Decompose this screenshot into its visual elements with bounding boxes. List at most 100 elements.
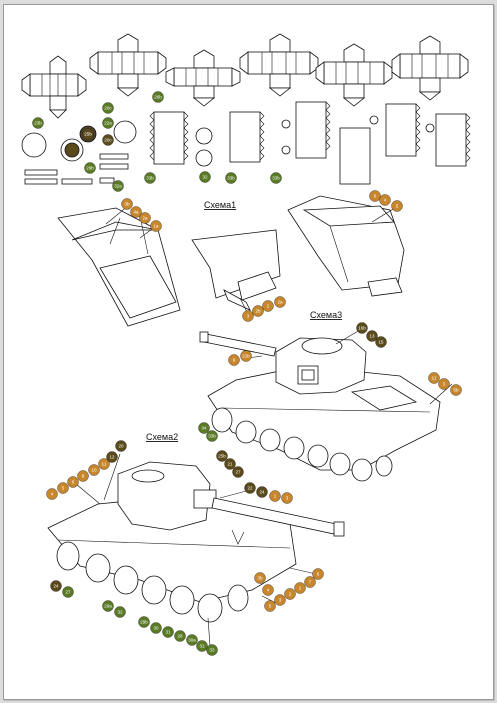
scheme3-marker: 9 [228,354,240,366]
scheme1-marker: 3b [121,198,133,210]
scheme1-marker: 2a [139,212,151,224]
scheme3-marker: 21b [240,350,252,362]
marker-label: 15 [378,340,384,345]
marker-label: 29b [86,166,94,171]
marker-label: 27 [65,590,71,595]
marker-label: 20 [118,444,124,449]
marker-circle [102,117,114,129]
marker-circle [152,91,164,103]
scheme2-label: Схема2 [146,432,178,442]
marker-circle [244,482,256,494]
wheel-net-2 [89,33,167,97]
marker-label: 33b [146,176,154,181]
marker-label: 1 [299,586,302,591]
marker-label: 33b [227,176,235,181]
scheme3-marker: 16b [356,322,368,334]
marker-label: 24 [53,584,59,589]
marker-circle [114,606,126,618]
scheme2-marker: 7 [304,576,316,588]
parts-layout [21,33,471,185]
scheme3-marker: 13 [366,330,378,342]
scheme3-tank [199,331,441,482]
marker-label: 32 [202,175,208,180]
marker-circle [77,470,89,482]
marker-circle [281,492,293,504]
scheme1-marker: 3 [242,310,254,322]
scheme3-marker: 33b [206,430,218,442]
marker-label: 30a [188,638,196,643]
marker-circle [269,490,281,502]
parts-marker: 32 [199,171,211,183]
marker-circle [274,594,286,606]
marker-circle [369,190,381,202]
marker-circle [356,322,368,334]
marker-label: 1 [274,494,277,499]
marker-circle [150,220,162,232]
marker-circle [438,378,450,390]
marker-label: 4 [384,198,387,203]
scheme2-marker: 3b [254,572,266,584]
marker-circle [228,354,240,366]
scheme1-label: Схема1 [204,200,236,210]
marker-circle [242,310,254,322]
parts-marker: 29b [84,162,96,174]
scheme2-marker: 30a [186,634,198,646]
scheme2-marker: 5 [264,600,276,612]
marker-label: 5 [62,486,65,491]
marker-label: 30 [153,626,159,631]
scheme2-marker: 6 [67,476,79,488]
marker-label: 27 [235,470,241,475]
marker-circle [304,576,316,588]
wheel-net-1 [21,55,87,119]
marker-circle [57,482,69,494]
marker-circle [130,206,142,218]
marker-circle [67,476,79,488]
marker-circle [262,300,274,312]
marker-label: 33 [209,648,215,653]
scheme2-marker: 31 [196,640,208,652]
parts-marker: 33b [144,172,156,184]
scheme2-tank [47,461,345,623]
marker-circle [138,616,150,628]
marker-circle [366,330,378,342]
marker-label: 21 [227,462,233,467]
fender-strips [149,101,471,185]
marker-circle [144,172,156,184]
scheme2-marker: 24 [256,486,268,498]
scheme2-marker: 27 [62,586,74,598]
marker-label: 7 [309,580,312,585]
scheme1-right-assembly [287,195,405,297]
marker-label: 31 [199,644,205,649]
marker-circle [375,336,387,348]
scheme3-marker: 5b [450,384,462,396]
parts-marker: 25b [82,128,94,140]
marker-circle [274,296,286,308]
marker-label: 16b [358,326,366,331]
marker-label: 20c [104,106,112,111]
marker-label: 23b [34,121,42,126]
scheme1-marker: 5 [391,200,403,212]
marker-label: 22a [104,121,112,126]
marker-circle [50,580,62,592]
marker-circle [196,640,208,652]
parts-marker: 33b [225,172,237,184]
marker-circle [294,582,306,594]
scheme2-marker: 31 [162,626,174,638]
marker-circle [379,194,391,206]
marker-circle [102,600,114,612]
parts-marker: 22a [102,117,114,129]
marker-circle [216,450,228,462]
marker-label: 3 [247,314,250,319]
marker-label: 5 [396,204,399,209]
scheme2-marker: 4 [262,584,274,596]
marker-circle [150,622,162,634]
scheme2-marker: 11 [98,458,110,470]
marker-circle [139,212,151,224]
scheme2-marker: 8 [77,470,89,482]
marker-label: 21b [242,354,250,359]
marker-circle [284,588,296,600]
scheme3-marker: 3 [438,378,450,390]
scheme2-marker: 30 [150,622,162,634]
